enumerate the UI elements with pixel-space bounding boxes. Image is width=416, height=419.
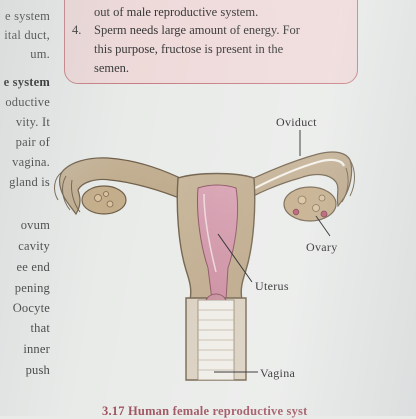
left-text-line: cavity [18, 239, 50, 253]
note-item-number: 4. [72, 23, 82, 37]
oviduct-lumen-line [239, 158, 346, 197]
uterine-cavity [197, 184, 239, 301]
figure-caption: 3.17 Human female reproductive syst [102, 404, 308, 418]
left-text-line: pening [14, 281, 50, 295]
left-text-line: inner [23, 342, 50, 356]
left-text-line: vagina. [12, 155, 50, 169]
note-line-1: out of male reproductive system. [94, 5, 259, 19]
note-line-2: Sperm needs large amount of energy. For [94, 23, 300, 37]
right-fimbriae [341, 159, 355, 203]
left-text-heading: e system [3, 75, 50, 89]
left-column-text: e system ital duct, um. e system oductiv… [0, 0, 58, 416]
left-text-line: Oocyte [12, 301, 50, 315]
left-text-line: vity. It [15, 115, 50, 129]
left-text-line: ital duct, [4, 28, 50, 42]
left-text-line: push [25, 363, 50, 377]
left-text-line: that [30, 321, 50, 335]
note-box [64, 0, 358, 84]
left-text-line: ovum [20, 218, 50, 232]
uterus-label: Uterus [255, 279, 289, 293]
ovary-label: Ovary [306, 240, 338, 254]
left-text-line: pair of [15, 135, 50, 149]
oviduct-label: Oviduct [276, 115, 317, 129]
note-line-4: semen. [94, 61, 130, 75]
left-text-line: um. [30, 47, 50, 61]
left-fimbriae [54, 171, 81, 213]
ovary-leader-line [315, 215, 331, 237]
left-text-line: e system [5, 9, 50, 23]
left-text-line: oductive [5, 95, 50, 109]
vagina-label: Vagina [260, 366, 296, 380]
left-oviduct [58, 157, 197, 216]
cervix [205, 293, 227, 301]
note-line-3: this purpose, fructose is present in the [94, 42, 284, 56]
left-ovary [81, 185, 127, 215]
uterus-leader-line [217, 233, 253, 283]
right-ovary [283, 186, 337, 222]
left-text-line: gland is [9, 175, 50, 189]
left-text-line: ee end [16, 260, 50, 274]
